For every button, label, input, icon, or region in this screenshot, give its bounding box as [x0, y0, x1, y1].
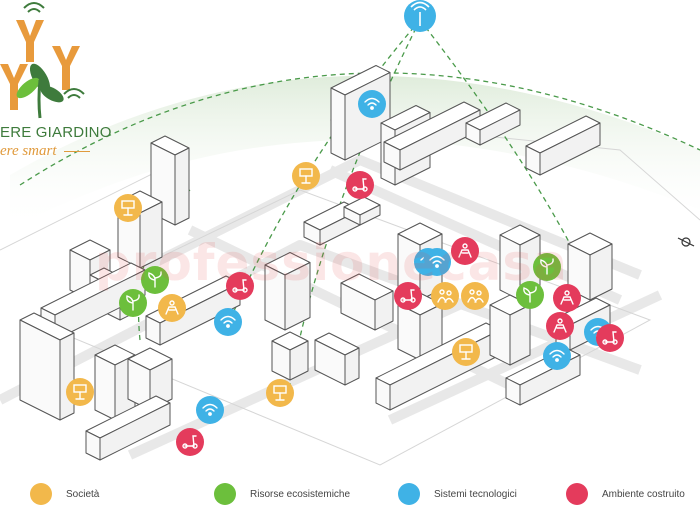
societa-marker[interactable]	[431, 282, 459, 310]
legend-label: Risorse ecosistemiche	[250, 488, 351, 500]
risorse-ecosistemiche-marker[interactable]	[119, 289, 147, 317]
community-icon	[458, 243, 472, 258]
societa-marker[interactable]	[461, 282, 489, 310]
logo-title: ERE GIARDINO	[0, 124, 112, 141]
societa-marker[interactable]	[292, 162, 320, 190]
wifi-coverage-dome	[10, 75, 700, 230]
legend-item-risorse-ecosistemiche: Risorse ecosistemiche	[214, 483, 350, 505]
wifi-icon	[429, 255, 445, 268]
building	[525, 115, 601, 176]
plant-icon	[540, 258, 554, 275]
building	[85, 395, 171, 461]
legend-label: Sistemi tecnologici	[434, 488, 517, 500]
antenna-icon	[410, 1, 430, 26]
ambiente-costruito-marker[interactable]	[226, 272, 254, 300]
solar-panel-icon	[459, 344, 473, 360]
risorse-ecosistemiche-marker[interactable]	[516, 281, 544, 309]
legend-dot	[566, 483, 588, 505]
building	[343, 196, 381, 226]
risorse-ecosistemiche-marker[interactable]	[533, 253, 561, 281]
scooter-icon	[400, 289, 416, 303]
ambiente-costruito-marker[interactable]	[346, 171, 374, 199]
scooter-icon	[182, 435, 198, 449]
ambiente-costruito-marker[interactable]	[553, 284, 581, 312]
markers	[66, 90, 624, 456]
wifi-icon	[202, 403, 218, 416]
compass-icon	[677, 237, 695, 247]
community-icon	[560, 290, 574, 305]
legend-dot	[214, 483, 236, 505]
societa-marker[interactable]	[114, 194, 142, 222]
scooter-icon	[602, 331, 618, 345]
logo-tagline-dash	[64, 151, 91, 153]
logo-tagline-text: ere smart	[0, 143, 57, 159]
sistemi-tecnologici-marker[interactable]	[214, 308, 242, 336]
wifi-coverage-arc	[19, 72, 700, 186]
legend-item-ambiente-costruito: Ambiente costruito	[566, 483, 685, 505]
wifi-icon	[220, 315, 236, 328]
ambiente-costruito-marker[interactable]	[176, 428, 204, 456]
logo-tagline: ere smart	[0, 143, 130, 160]
wifi-icon	[549, 349, 565, 362]
logo: ERE GIARDINO ere smart	[0, 0, 130, 170]
building	[264, 252, 311, 331]
sistemi-tecnologici-marker[interactable]	[423, 248, 451, 276]
building	[465, 102, 521, 146]
risorse-ecosistemiche-marker[interactable]	[141, 266, 169, 294]
ambiente-costruito-marker[interactable]	[596, 324, 624, 352]
legend-item-sistemi-tecnologici: Sistemi tecnologici	[398, 483, 517, 505]
building	[40, 262, 146, 341]
building	[19, 312, 75, 421]
solar-panel-icon	[73, 384, 87, 400]
societa-marker[interactable]	[452, 338, 480, 366]
sistemi-tecnologici-marker[interactable]	[543, 342, 571, 370]
legend-label: Società	[66, 488, 100, 500]
building	[383, 101, 481, 171]
plant-icon	[126, 294, 140, 311]
legend-item-societa: Società	[30, 483, 99, 505]
wifi-icon	[364, 97, 380, 110]
antenna-marker[interactable]	[404, 0, 436, 32]
sistemi-tecnologici-marker[interactable]	[196, 396, 224, 424]
plant-icon	[148, 271, 162, 288]
legend-dot	[30, 483, 52, 505]
building	[314, 332, 360, 386]
buildings	[19, 65, 613, 461]
people-icon	[437, 289, 454, 303]
legend-dot	[398, 483, 420, 505]
sistemi-tecnologici-marker[interactable]	[358, 90, 386, 118]
building	[340, 273, 394, 331]
building	[397, 292, 443, 361]
scooter-icon	[352, 178, 368, 192]
legend: Società Risorse ecosistemiche Sistemi te…	[0, 475, 700, 515]
community-icon	[553, 318, 567, 333]
societa-marker[interactable]	[266, 379, 294, 407]
ambiente-costruito-marker[interactable]	[546, 312, 574, 340]
ambiente-costruito-marker[interactable]	[451, 237, 479, 265]
plant-icon	[523, 286, 537, 303]
solar-panel-icon	[299, 168, 313, 184]
community-icon	[165, 300, 179, 315]
people-icon	[467, 289, 484, 303]
societa-marker[interactable]	[66, 378, 94, 406]
scooter-icon	[232, 279, 248, 293]
societa-marker[interactable]	[158, 294, 186, 322]
solar-panel-icon	[121, 200, 135, 216]
legend-label: Ambiente costruito	[602, 488, 685, 500]
ambiente-costruito-marker[interactable]	[394, 282, 422, 310]
logo-tree-icon	[0, 2, 85, 119]
solar-panel-icon	[273, 385, 287, 401]
building	[271, 331, 309, 381]
